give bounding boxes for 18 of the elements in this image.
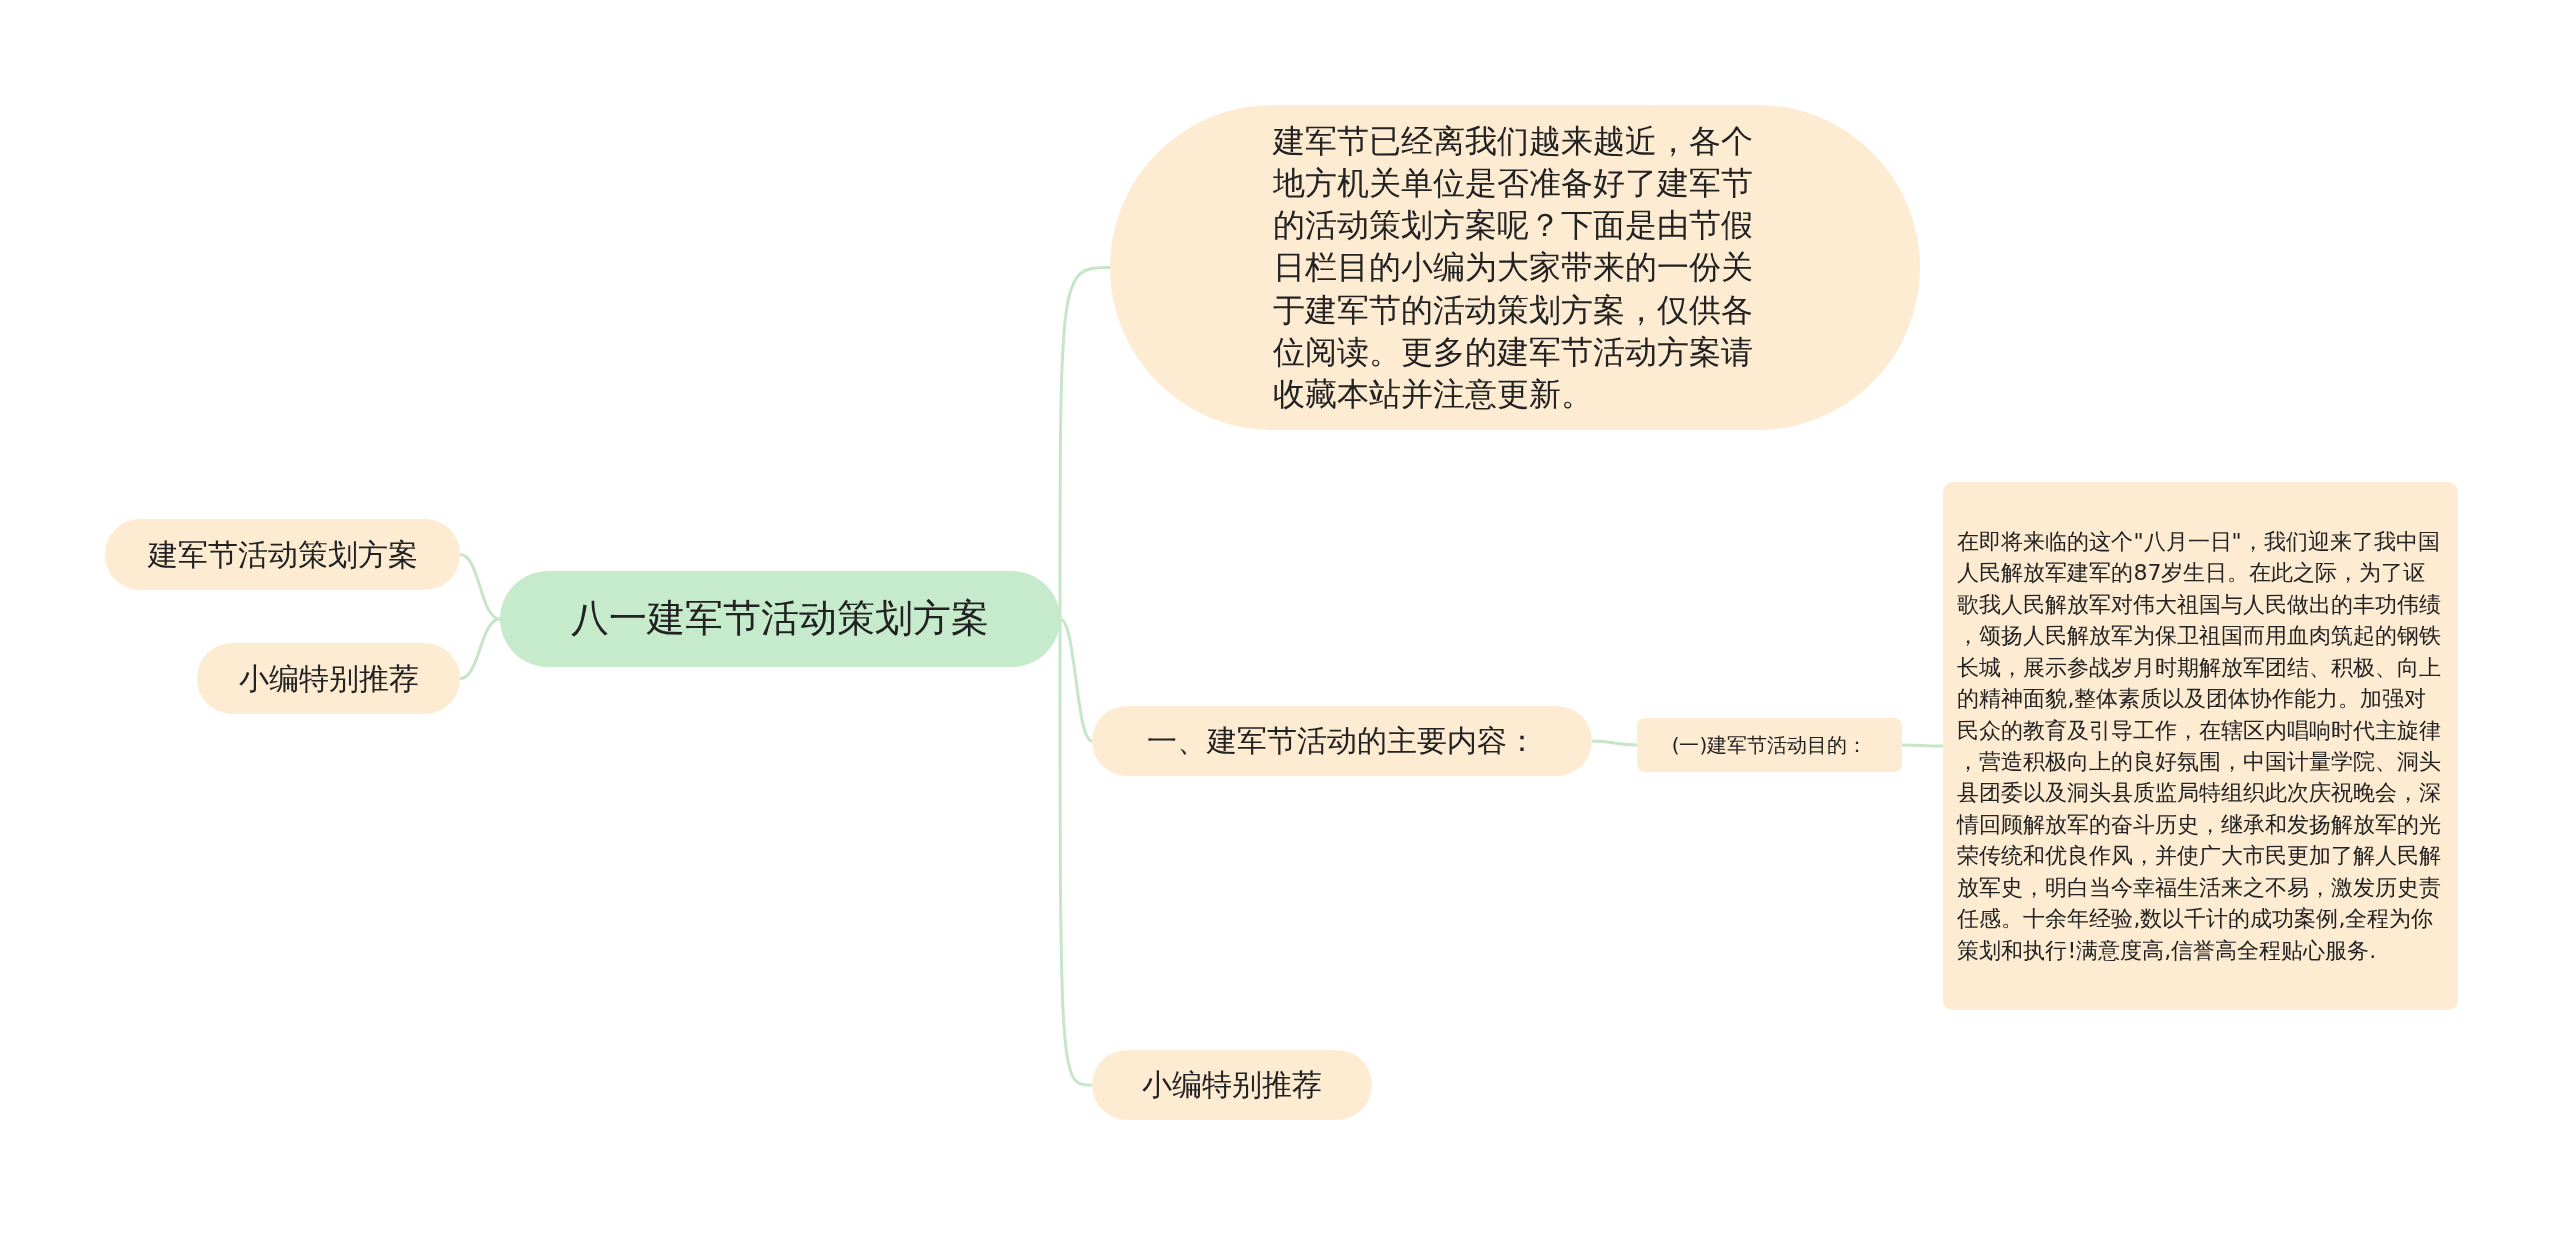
topic-text: 一、建军节活动的主要内容： bbox=[1147, 723, 1537, 759]
topic-text: (一)建军节活动目的： bbox=[1671, 733, 1868, 757]
connector-line bbox=[1058, 619, 1093, 1087]
connector-line bbox=[459, 617, 501, 680]
connector-line bbox=[1058, 266, 1111, 619]
connector-line bbox=[1591, 739, 1638, 747]
connector-line bbox=[459, 553, 501, 621]
topic-text: 在即将来临的这个"八月一日"，我们迎来了我中国人民解放军建军的87岁生日。在此之际，为了讴歌我人民解放军对伟大祖国与人民做出的丰功伟绩，颂扬人民解放军为保卫祖国而用血肉筑起的钢铁长城，展示参战岁月时期解放军团结、积极、向上的精神面貌,整体素质以及团体协作能力。加强对民众的教育及引导工作，在辖区内唱响时代主旋律，营造积极向上的良好氛围，中国计量学院、洞头县团委以及洞头县质监局特组织此次庆祝晚会，深情回顾解放军的奋斗历史，继承和发扬解放军的光荣传统和优良作风，并使广大市民更加了解人民解放军史，明白当今幸福生活来之不易，激发历史责任感。十余年经验,数以千计的成功案例,全程为你策划和执行!满意度高,信誉高全程贴心服务. bbox=[1957, 527, 2443, 965]
connector-line bbox=[1902, 743, 1943, 748]
topic-text: 八一建军节活动策划方案 bbox=[571, 596, 989, 642]
topic-text: 建军节已经离我们越来越近，各个地方机关单位是否准备好了建军节的活动策划方案呢？下面是由节假日栏目的小编为大家带来的一份关于建军节的活动策划方案，仅供各位阅读。更多的建军节活动方案请收藏本站并注意更新。 bbox=[1273, 120, 1755, 416]
topic-text: 小编特别推荐 bbox=[1142, 1067, 1322, 1103]
topic-text: 小编特别推荐 bbox=[238, 660, 419, 697]
topic-text: 建军节活动策划方案 bbox=[147, 536, 418, 573]
detail-note bbox=[1943, 482, 2458, 1010]
central-topic bbox=[500, 571, 1060, 667]
subtopic-node bbox=[1637, 718, 1902, 772]
connector-line bbox=[1059, 617, 1093, 743]
